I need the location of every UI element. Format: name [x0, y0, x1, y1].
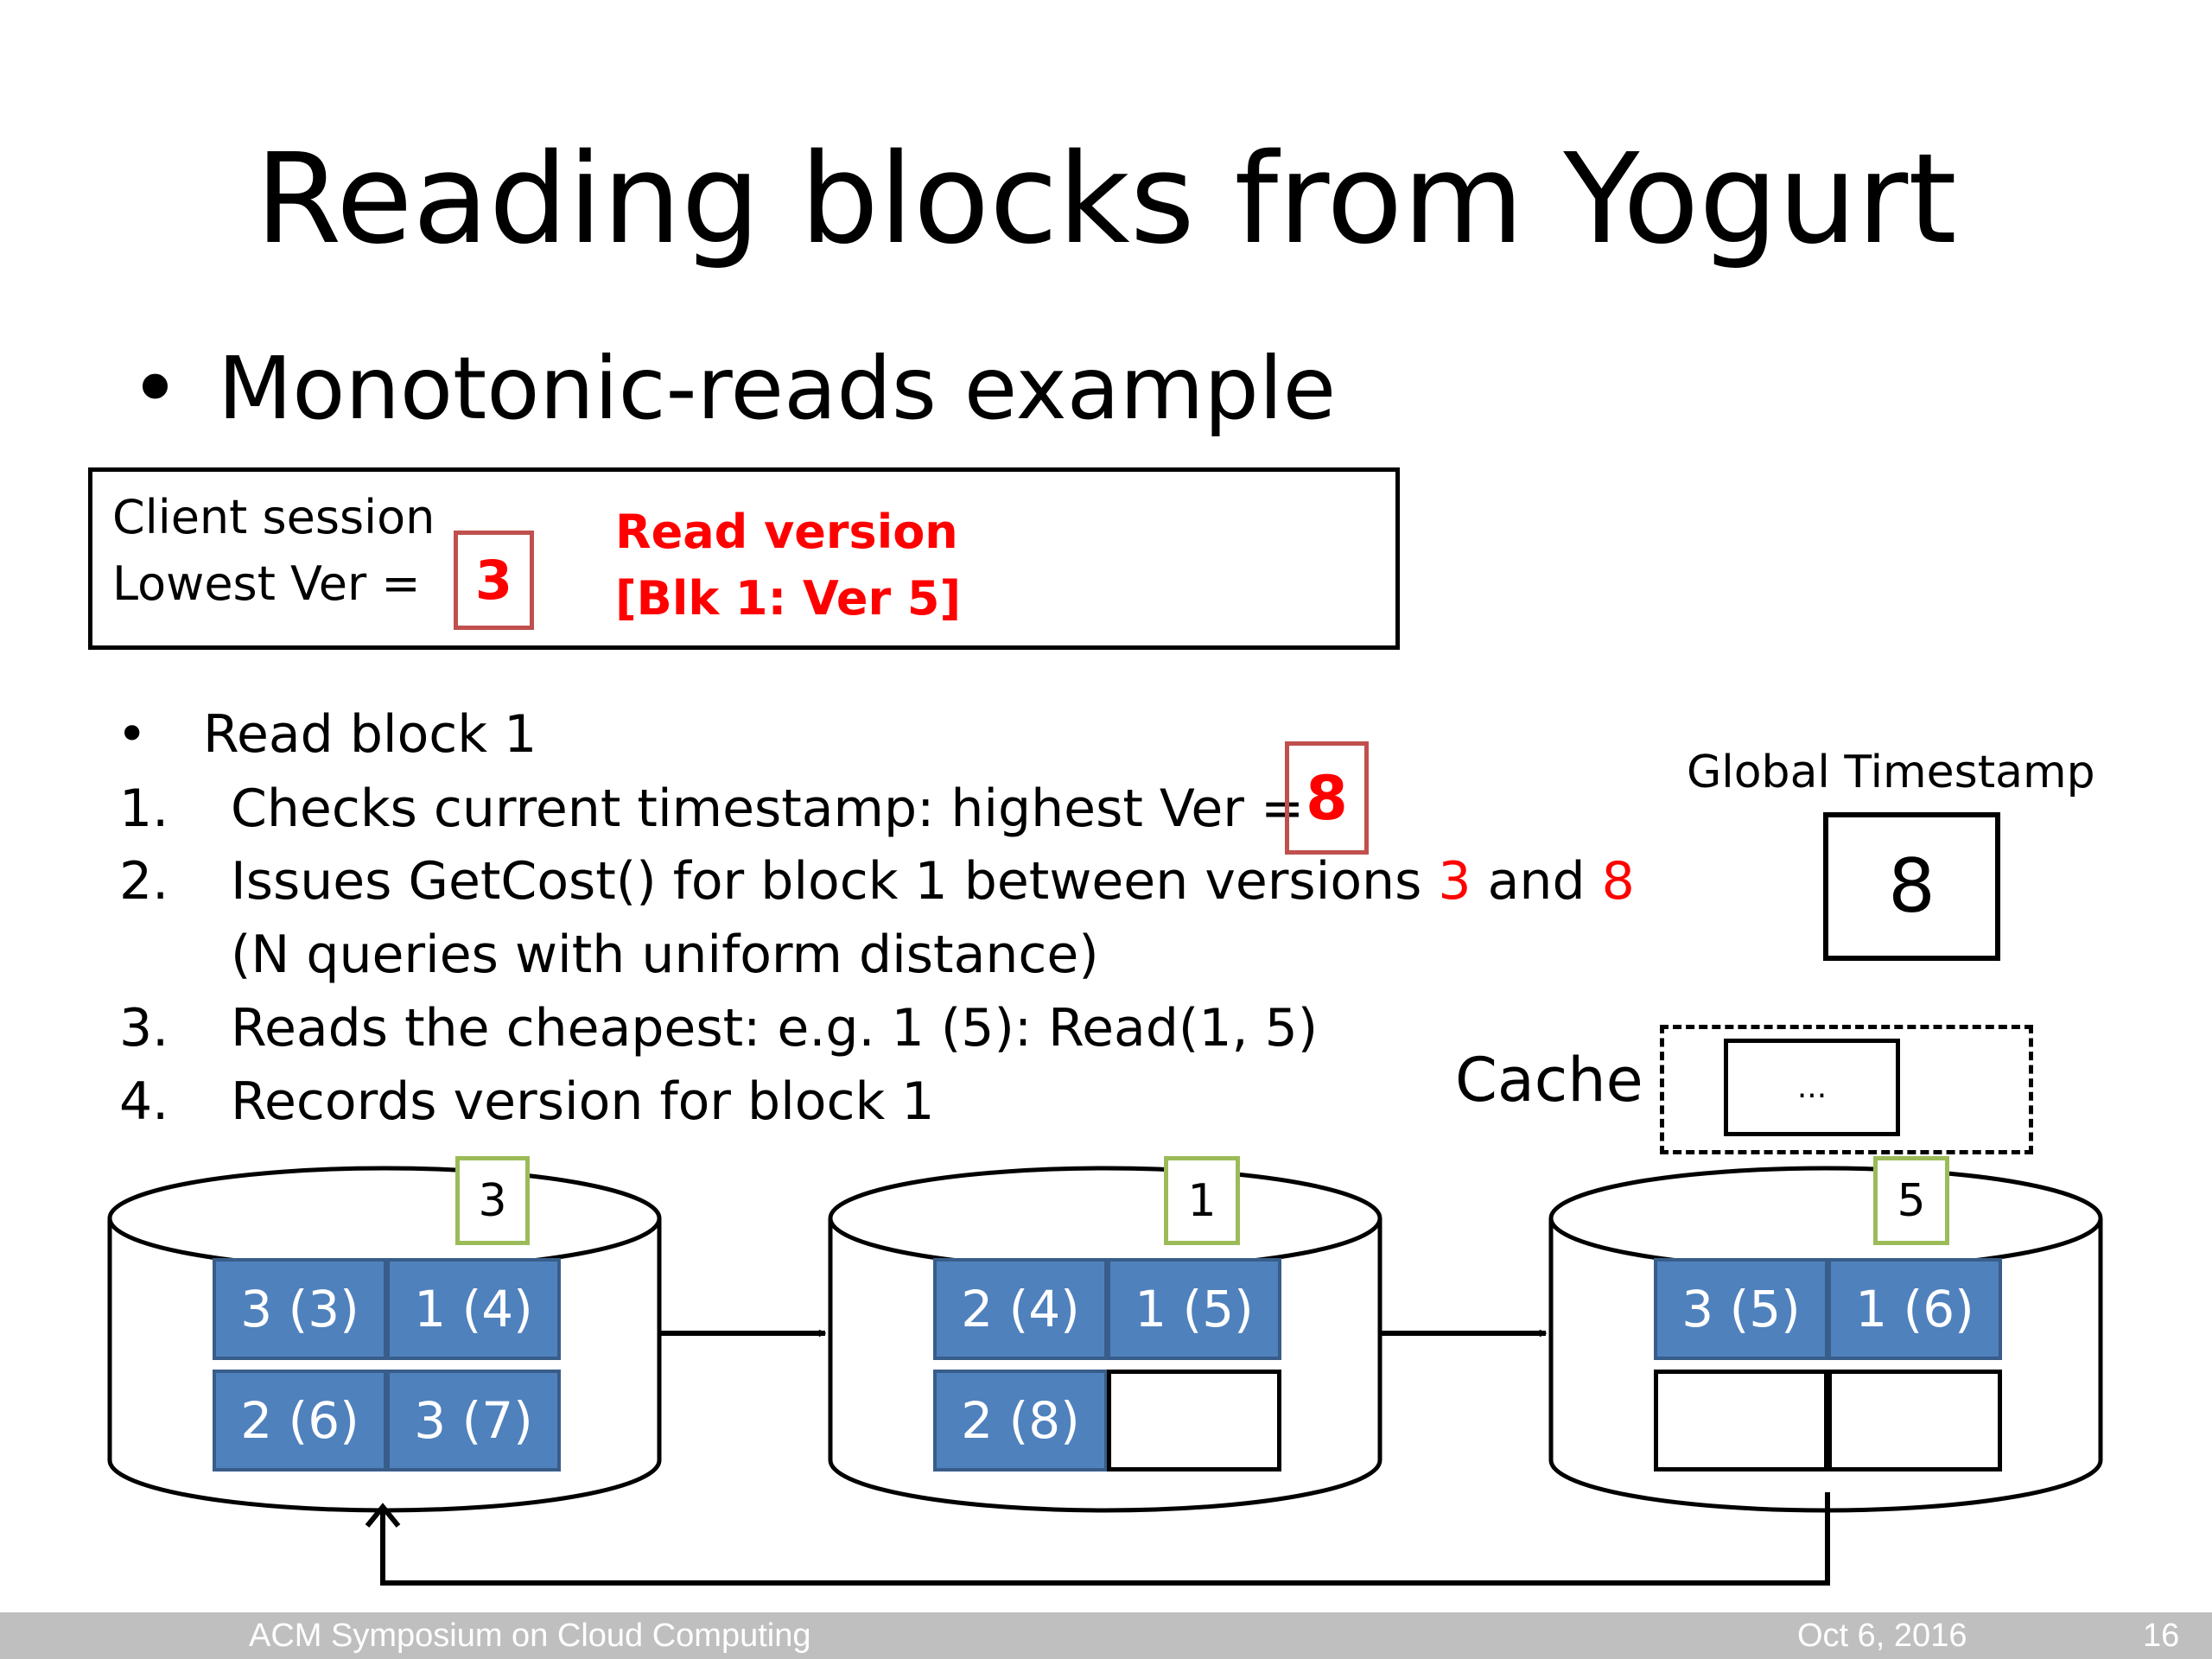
- disk-1-block-cell: 3 (3): [213, 1258, 387, 1360]
- disk-3-badge: 5: [1873, 1156, 1949, 1245]
- step-2-number: 2.: [119, 851, 169, 912]
- step-2-continuation: (N queries with uniform distance): [231, 925, 1099, 985]
- step-2-text-a: Issues GetCost() for block 1 between ver…: [231, 851, 1439, 912]
- disk-3-block-cell: 3 (5): [1654, 1258, 1828, 1360]
- client-session-box: Client session Lowest Ver = 3 Read versi…: [88, 467, 1400, 650]
- disk-3-empty-cell: [1827, 1370, 2002, 1471]
- disk-1-badge: 3: [455, 1156, 530, 1245]
- step-3-number: 3.: [119, 998, 169, 1058]
- step-2-text: Issues GetCost() for block 1 between ver…: [231, 855, 1635, 907]
- disk-1-block-cell: 1 (4): [386, 1258, 561, 1360]
- disk-3-block-cell: 1 (6): [1827, 1258, 2002, 1360]
- step-intro-dot: •: [117, 704, 148, 765]
- main-bullet: •Monotonic-reads example: [130, 346, 1336, 432]
- footer-conference: ACM Symposium on Cloud Computing: [249, 1618, 811, 1654]
- footer-page-number: 16: [2143, 1618, 2180, 1654]
- step-3-text: Reads the cheapest: e.g. 1 (5): Read(1, …: [231, 998, 1319, 1058]
- disk-1-block-cell: 2 (6): [213, 1370, 387, 1471]
- step-4-number: 4.: [119, 1071, 169, 1132]
- slide-title: Reading blocks from Yogurt: [255, 126, 1957, 271]
- cache-label: Cache: [1455, 1045, 1643, 1116]
- lowest-ver-label: Lowest Ver =: [112, 556, 421, 611]
- disk-3-empty-cell: [1654, 1370, 1828, 1471]
- bullet-dot: •: [130, 338, 181, 439]
- client-session-label: Client session: [112, 490, 435, 544]
- cache-container: [1660, 1025, 2033, 1154]
- read-version-label: Read version: [615, 505, 958, 559]
- step-1-text: Checks current timestamp: highest Ver =: [231, 779, 1305, 839]
- disk-2-block-cell: 1 (5): [1107, 1258, 1281, 1360]
- disk-2-block-cell: 2 (8): [933, 1370, 1108, 1471]
- step-2-version-high: 8: [1601, 851, 1635, 912]
- lowest-ver-value: 3: [454, 531, 534, 630]
- disk-2-empty-cell: [1107, 1370, 1281, 1471]
- footer-date: Oct 6, 2016: [1797, 1618, 1967, 1654]
- cache-entry: ...: [1724, 1039, 1900, 1136]
- step-intro-text: Read block 1: [203, 704, 537, 765]
- global-timestamp-value: 8: [1823, 812, 2000, 961]
- step-2-version-low: 3: [1438, 851, 1471, 912]
- global-timestamp-label: Global Timestamp: [1687, 747, 2095, 798]
- step-1-number: 1.: [119, 779, 169, 839]
- highest-ver-value: 8: [1285, 741, 1369, 855]
- disk-2-block-cell: 2 (4): [933, 1258, 1108, 1360]
- read-version-detail: [Blk 1: Ver 5]: [615, 571, 962, 626]
- step-4-text: Records version for block 1: [231, 1071, 935, 1132]
- disk-1-block-cell: 3 (7): [386, 1370, 561, 1471]
- disk-2-badge: 1: [1164, 1156, 1240, 1245]
- footer-bar: ACM Symposium on Cloud Computing Oct 6, …: [0, 1612, 2212, 1659]
- main-bullet-text: Monotonic-reads example: [218, 338, 1337, 439]
- arrow-disk3-to-disk1: [380, 1492, 1830, 1586]
- step-2-text-b: and: [1471, 851, 1602, 912]
